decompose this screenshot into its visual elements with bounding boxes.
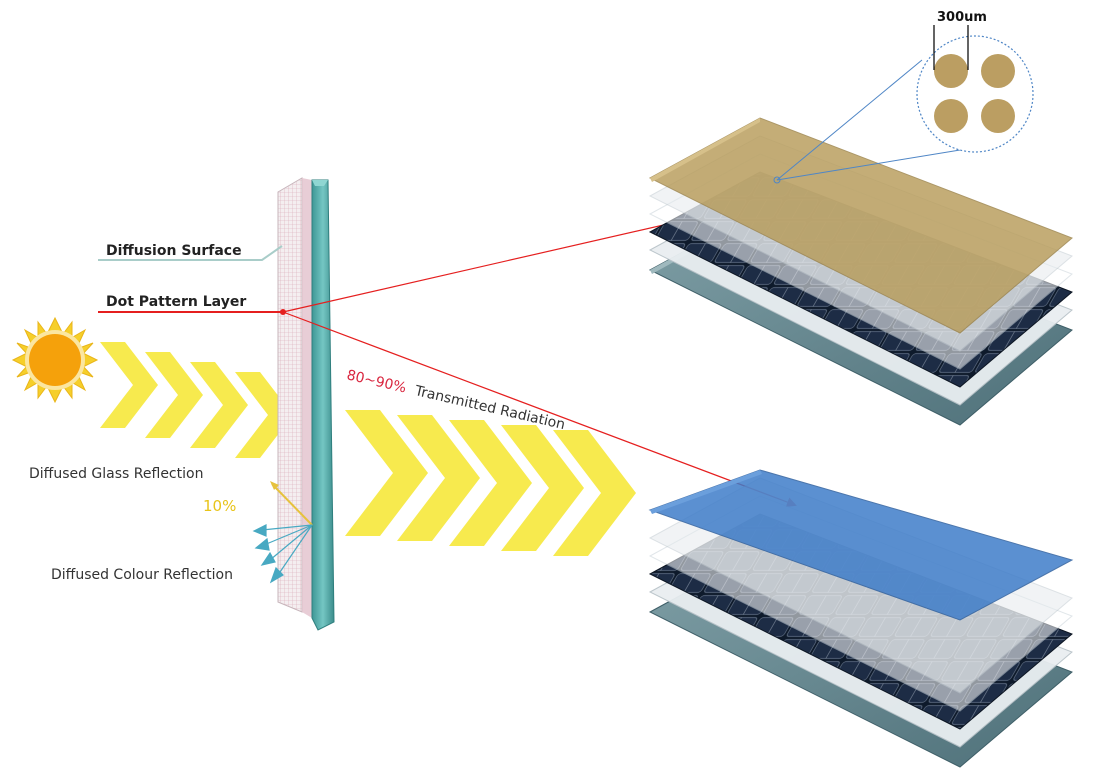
dot-icon <box>934 99 968 133</box>
pointer-arrow-blue-panel <box>282 311 797 507</box>
dot-pattern-layer-label: Dot Pattern Layer <box>106 294 246 310</box>
dot-zoom-callout <box>773 25 1034 184</box>
glass-reflection-arrow <box>270 481 313 526</box>
diffused-glass-reflection-label: Diffused Glass Reflection <box>29 466 203 482</box>
diffused-colour-reflection-label: Diffused Colour Reflection <box>51 567 233 583</box>
dot-icon <box>981 54 1015 88</box>
glass-substrate <box>311 179 335 631</box>
incoming-light-chevrons <box>100 342 293 458</box>
colour-reflection-arrows <box>252 524 313 584</box>
transmitted-light-chevrons <box>345 410 636 556</box>
diffusion-surface-label: Diffusion Surface <box>106 243 242 259</box>
dot-icon <box>981 99 1015 133</box>
dot-pattern-grid <box>277 177 303 613</box>
dot-size-label: 300um <box>937 10 987 25</box>
transmitted-percent: 80~90% <box>345 367 408 396</box>
diffusion-surface-leader <box>98 245 283 261</box>
glass-reflection-percent: 10% <box>203 497 236 515</box>
sun-icon <box>11 316 99 404</box>
colored-glass-sheet <box>277 177 335 631</box>
blue-colour-panel <box>648 469 1074 768</box>
dot-icon <box>934 54 968 88</box>
gold-colour-panel <box>648 117 1073 426</box>
